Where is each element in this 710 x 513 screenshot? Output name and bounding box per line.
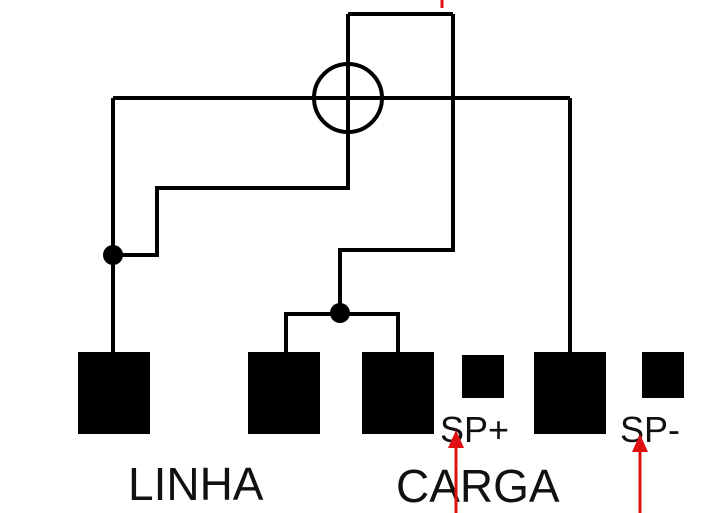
terminal-block-carga-3 [534, 352, 606, 434]
junction-dot-icon [330, 303, 350, 323]
label-linha: LINHA [128, 458, 264, 510]
arrow-sp-minus-head [632, 434, 648, 452]
wire-right-drop [338, 14, 455, 312]
terminal-block-carga-1 [248, 352, 320, 434]
red-arrows [440, 0, 648, 513]
terminal-small-sp-minus [642, 352, 684, 398]
circle-crosshair-icon [312, 62, 384, 134]
junction-dot-icon [103, 245, 123, 265]
arrow-sp-plus-head [448, 430, 464, 448]
terminal-small-sp-plus [462, 355, 504, 398]
label-sp-minus: SP- [620, 409, 680, 450]
terminal-block-carga-2 [362, 352, 434, 434]
terminal-block-linha [78, 352, 150, 434]
label-carga: CARGA [396, 460, 560, 512]
